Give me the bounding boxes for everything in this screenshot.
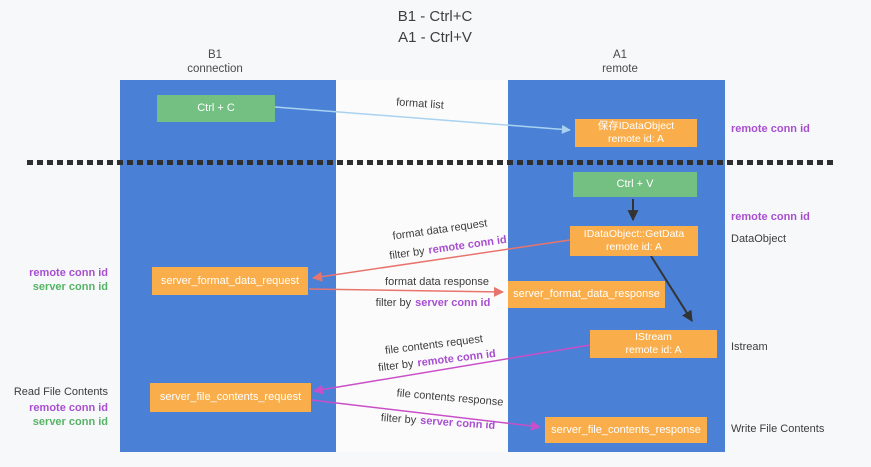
node-idataobject-getdata-line2: remote id: A xyxy=(605,241,663,253)
label-istream-right: Istream xyxy=(731,341,768,353)
label-read-file-contents: Read File Contents xyxy=(13,386,108,398)
lane-header-b1-subtitle: connection xyxy=(187,63,243,75)
label-format-data-response: format data response xyxy=(385,276,489,288)
node-server-file-contents-response-label: server_file_contents_response xyxy=(551,423,701,436)
node-save-idataobject-line1: 保存IDataObject xyxy=(597,120,675,132)
node-istream: IStream remote id: A xyxy=(590,330,717,358)
lane-header-b1-name: B1 xyxy=(207,49,223,61)
node-server-file-contents-request-label: server_file_contents_request xyxy=(159,391,302,403)
diagram-title: B1 - Ctrl+C A1 - Ctrl+V xyxy=(350,6,520,48)
node-idataobject-getdata-line1: IDataObject::GetData xyxy=(583,228,685,240)
lane-header-a1: A1 remote xyxy=(545,48,695,76)
label-server-conn-id-top-left: server conn id xyxy=(32,281,108,293)
dashed-separator-line xyxy=(27,160,833,165)
label-remote-conn-id-bottom-left: remote conn id xyxy=(29,402,108,414)
node-server-format-data-response-label: server_format_data_response xyxy=(513,288,660,300)
node-server-file-contents-response: server_file_contents_response xyxy=(545,417,707,443)
label-server-conn-id-bottom-left: server conn id xyxy=(32,416,108,428)
node-save-idataobject: 保存IDataObject remote id: A xyxy=(575,119,697,147)
node-server-format-data-request-label: server_format_data_request xyxy=(160,274,300,287)
label-remote-conn-id-top-right: remote conn id xyxy=(731,123,810,135)
node-ctrl-v: Ctrl + V xyxy=(573,172,697,197)
label-remote-conn-id-mid-right: remote conn id xyxy=(731,211,810,223)
node-save-idataobject-line2: remote id: A xyxy=(607,133,665,145)
node-idataobject-getdata: IDataObject::GetData remote id: A xyxy=(570,226,698,256)
filter-prefix: filter by xyxy=(375,297,412,309)
label-write-file-contents: Write File Contents xyxy=(731,423,825,435)
label-remote-conn-id-top-left: remote conn id xyxy=(29,267,108,279)
label-dataobject: DataObject xyxy=(731,233,787,245)
node-server-file-contents-request: server_file_contents_request xyxy=(150,383,311,412)
lane-header-b1: B1 connection xyxy=(140,48,290,76)
lane-header-a1-name: A1 xyxy=(612,49,628,61)
diagram-title-line1: B1 - Ctrl+C xyxy=(397,8,473,25)
lane-header-a1-subtitle: remote xyxy=(602,63,638,75)
node-server-format-data-request: server_format_data_request xyxy=(152,267,308,295)
node-ctrl-c: Ctrl + C xyxy=(157,95,275,122)
filter-prefix: filter by xyxy=(380,412,417,427)
node-server-format-data-response: server_format_data_response xyxy=(508,281,665,308)
node-ctrl-v-label: Ctrl + V xyxy=(616,178,654,190)
node-istream-line2: remote id: A xyxy=(625,344,682,356)
node-ctrl-c-label: Ctrl + C xyxy=(197,102,235,114)
node-istream-line1: IStream xyxy=(635,331,672,343)
diagram-title-line2: A1 - Ctrl+V xyxy=(398,29,472,46)
server-conn-id-text: server conn id xyxy=(415,297,491,309)
